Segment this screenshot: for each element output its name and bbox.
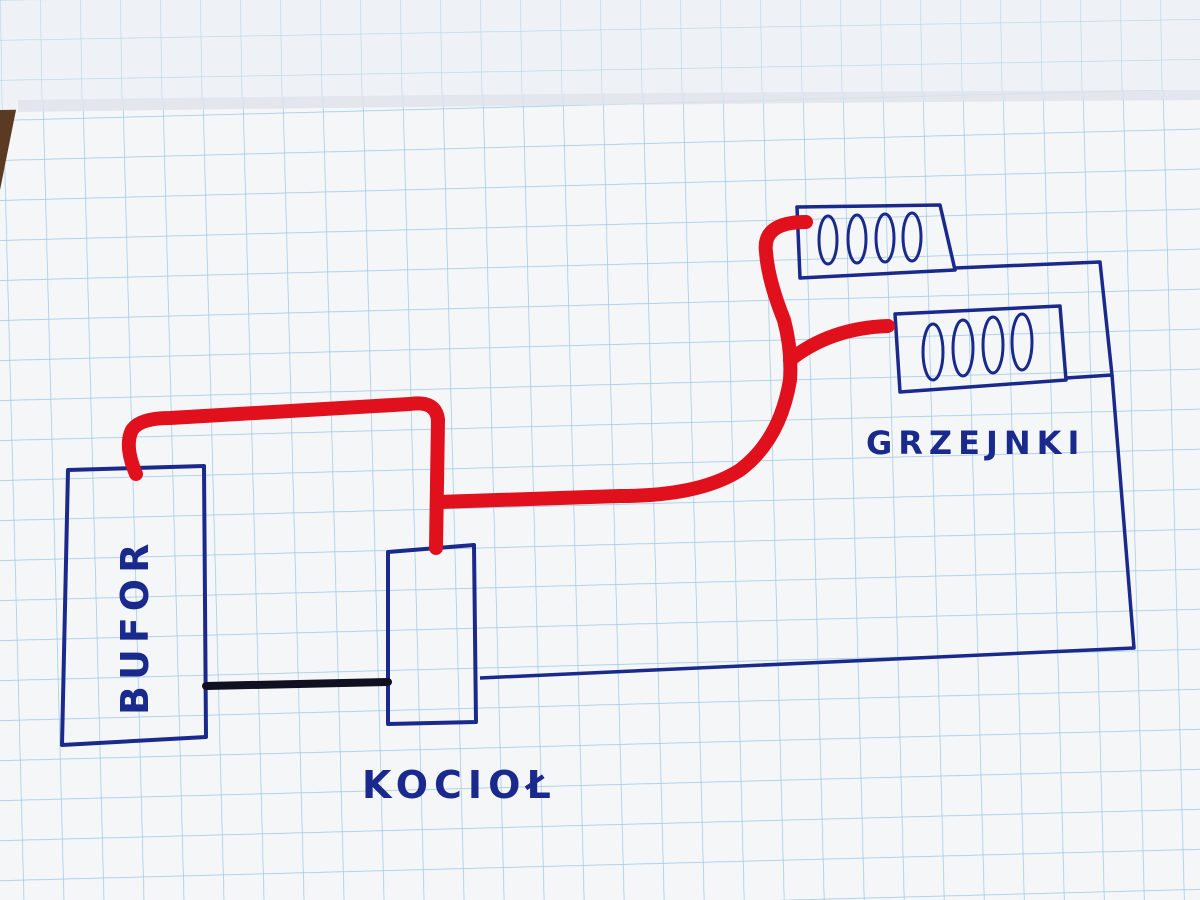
supply-pipe-red	[121, 215, 895, 555]
supply-pipe-kociol-radiators	[431, 215, 813, 509]
notebook-upper-page	[0, 0, 1200, 110]
grzejniki-label: GRZEJNKI	[866, 424, 1085, 462]
radiator-1-fin	[874, 212, 896, 264]
return-pipe-blue	[479, 260, 1136, 680]
radiator-2-fin	[951, 318, 975, 378]
radiator-2-fin	[1010, 312, 1034, 372]
radiator-1-fin	[846, 213, 868, 265]
kociol-label: KOCIOŁ	[362, 763, 557, 807]
supply-pipe-radiator-2-branch	[783, 319, 895, 367]
bufor-tank	[60, 464, 208, 747]
bufor-label: BUFOR	[113, 538, 157, 715]
radiator-2-fin	[981, 315, 1005, 375]
radiator-2-fin	[921, 322, 945, 382]
radiator-1-fin	[901, 211, 923, 263]
supply-pipe-bufor-kociol	[121, 396, 445, 555]
radiator-1	[795, 203, 957, 280]
radiator-2	[893, 304, 1068, 394]
radiator-1-fin	[817, 214, 839, 266]
kociol-boiler	[386, 543, 478, 726]
return-pipe-black	[202, 678, 392, 690]
